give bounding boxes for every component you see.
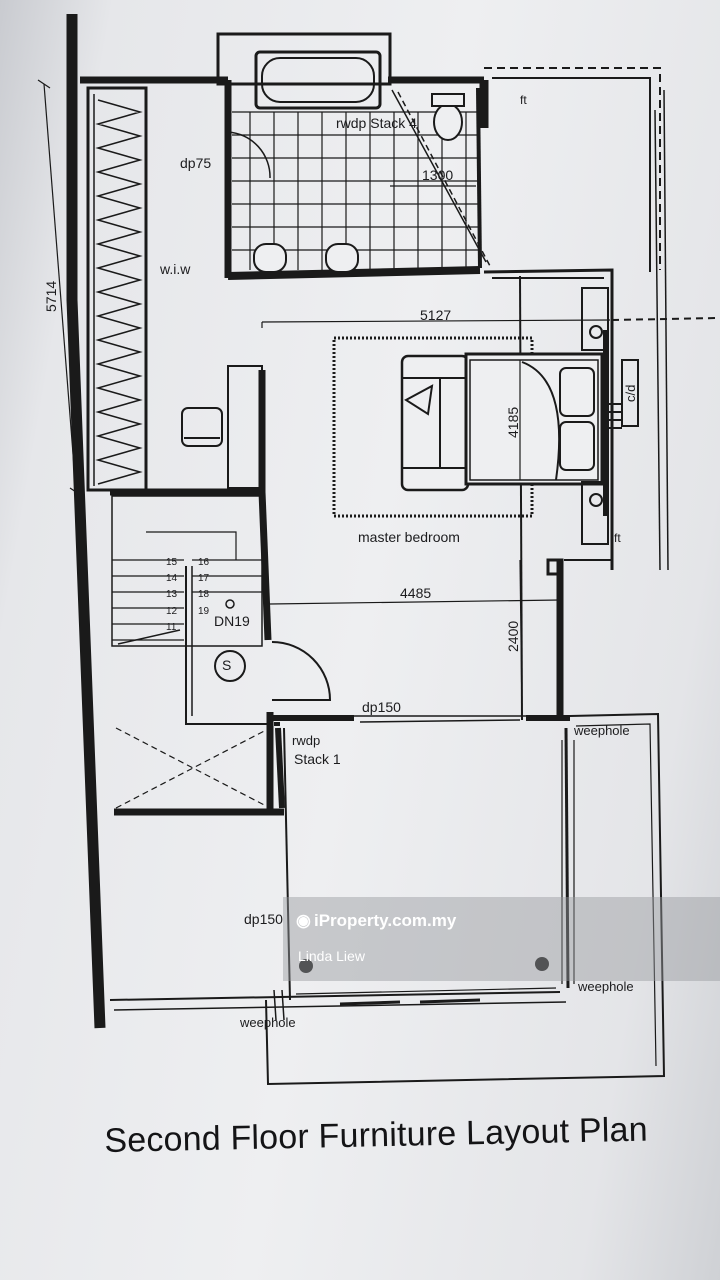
dimension-5127: 5127 — [420, 307, 452, 323]
void-cross — [115, 727, 271, 809]
bed — [464, 352, 604, 486]
stack-1-label: Stack 1 — [294, 751, 341, 767]
door-dp150-label: dp150 — [362, 699, 401, 715]
stair-step-19: 19 — [198, 606, 210, 617]
watermark-agent: Linda Liew — [298, 948, 365, 964]
stair-step-17: 17 — [198, 573, 210, 584]
ft-label-top: ft — [520, 93, 527, 107]
stair-step-18: 18 — [198, 589, 210, 600]
floor-drain-right — [535, 957, 549, 971]
dimension-4185: 4185 — [505, 406, 521, 438]
cd-label: c/d — [623, 384, 638, 402]
study-desk — [227, 365, 263, 489]
stair-step-13: 13 — [166, 589, 178, 600]
sofa — [400, 354, 470, 492]
pillow-top — [559, 367, 595, 417]
lamp-top — [589, 325, 603, 339]
chair — [181, 407, 223, 447]
dimension-lines — [37, 79, 583, 717]
toilet — [433, 103, 463, 141]
stair-step-14: 14 — [166, 573, 178, 584]
rwdp-stack-4-label: rwdp Stack 4 — [336, 115, 417, 131]
stair-down-label: DN19 — [214, 613, 250, 629]
bathroom-tiles — [232, 111, 478, 270]
watermark-site: iProperty.com.my — [314, 911, 457, 930]
door-dp75-label: dp75 — [180, 155, 212, 171]
left-exterior-wall — [66, 14, 106, 1029]
walk-in-wardrobe-label: w.i.w — [160, 261, 191, 277]
basin-right — [325, 243, 359, 273]
weephole-bottom-label: weephole — [240, 1015, 296, 1030]
bathroom-bay — [216, 32, 392, 86]
service-symbol-label: S — [222, 657, 232, 673]
master-bedroom-label: master bedroom — [358, 529, 460, 545]
stair-step-15: 15 — [166, 557, 178, 568]
basin-left — [253, 243, 287, 273]
stair-step-11: 11 — [166, 622, 177, 633]
rwdp-label: rwdp — [292, 733, 321, 748]
balcony-dp150-label: dp150 — [244, 911, 283, 927]
pillow-bottom — [559, 421, 595, 471]
watermark-band — [283, 897, 720, 981]
service-symbol — [214, 650, 246, 682]
ft-label-right: ft — [614, 531, 621, 545]
dimension-1300: 1300 — [422, 167, 454, 183]
weephole-right-label: weephole — [578, 979, 634, 994]
stair-step-12: 12 — [166, 606, 178, 617]
stair-step-16: 16 — [198, 557, 210, 568]
bathtub — [254, 50, 382, 110]
dimension-4485: 4485 — [400, 585, 432, 601]
dimension-5714: 5714 — [43, 280, 59, 312]
bedroom-top-wall — [483, 268, 614, 570]
wardrobe-zigzag — [95, 99, 143, 485]
dimension-2400: 2400 — [505, 620, 521, 652]
floor-drain-left — [299, 959, 313, 973]
weephole-top-label: weephole — [574, 723, 630, 738]
watermark-pin-icon: ◉ — [296, 911, 311, 930]
balcony-outline — [265, 712, 666, 1086]
stair-treads — [112, 559, 184, 641]
lamp-bottom — [589, 493, 603, 507]
